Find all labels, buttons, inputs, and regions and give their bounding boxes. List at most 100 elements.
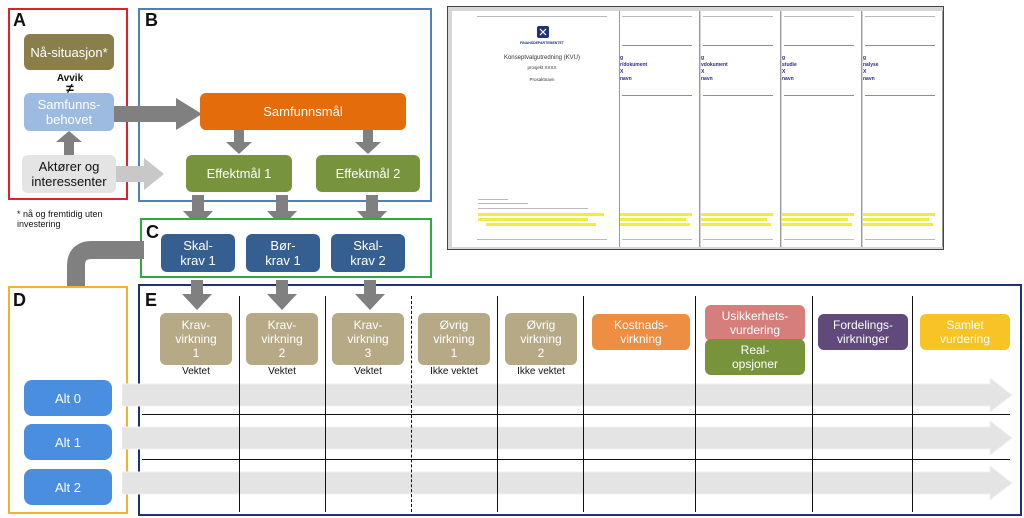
col-divider	[583, 296, 584, 512]
uncertainty-box: Usikkerhets- vurdering	[705, 305, 805, 341]
row-divider	[142, 459, 1010, 460]
effect-column-5-label: Øvrig virkning 2	[520, 318, 562, 360]
right-arrow-light-icon	[116, 158, 164, 190]
body-line	[478, 199, 508, 200]
society-need-box: Samfunns- behovet	[24, 93, 114, 131]
down-arrow-icon	[267, 280, 297, 310]
footer-line	[865, 239, 935, 240]
panel-b-label: B	[145, 10, 158, 30]
header-line	[477, 16, 607, 17]
body-line	[478, 203, 528, 204]
effect-goal-2-label: Effektmål 2	[335, 166, 401, 181]
must-req-1-box: Skal- krav 1	[161, 234, 235, 272]
col-divider	[239, 296, 240, 512]
society-goal-box: Samfunnsmål	[200, 93, 406, 130]
highlight-bar	[620, 213, 692, 216]
effect-goal-1-box: Effektmål 1	[186, 155, 292, 192]
now-situation-label: Nå-situasjon*	[30, 44, 108, 60]
must-req-2-label: Skal- krav 2	[350, 238, 386, 268]
highlight-bar	[486, 223, 596, 226]
row-arrow-alt-1	[122, 421, 1013, 455]
header-line	[865, 16, 935, 17]
document-page-2: g r/dokument X navn	[620, 11, 700, 247]
highlight-bar	[863, 213, 935, 216]
col-divider	[812, 296, 813, 512]
right-arrow-icon	[114, 98, 202, 130]
deviation-label: Avvik	[56, 73, 84, 84]
distribution-label: Fordelings- virkninger	[832, 318, 894, 346]
highlight-bar	[620, 223, 690, 226]
effect-column-5-note: Ikke vektet	[517, 366, 565, 377]
highlight-bar	[782, 218, 848, 221]
page-title: g studie X navn	[782, 55, 797, 82]
effect-goal-2-box: Effektmål 2	[316, 155, 420, 192]
now-situation-box: Nå-situasjon*	[24, 34, 114, 70]
page-title: g vdokument X navn	[701, 55, 728, 82]
effect-column-4: Øvrig virkning 1	[418, 313, 490, 365]
effect-column-2-note: Vektet	[268, 366, 296, 377]
alt-2-label: Alt 2	[54, 479, 81, 495]
panel-d-label: D	[13, 290, 26, 310]
footnote: * nå og fremtidig uten investering	[17, 209, 103, 229]
page-title: g r/dokument X navn	[620, 55, 648, 82]
highlight-bar	[863, 223, 933, 226]
effect-column-3-note: Vektet	[354, 366, 382, 377]
effect-column-2: Krav- virkning 2	[246, 313, 318, 365]
uncertainty-label: Usikkerhets- vurdering	[721, 309, 789, 337]
alt-1-button[interactable]: Alt 1	[24, 424, 112, 460]
society-goal-label: Samfunnsmål	[263, 104, 343, 119]
purple-line	[784, 95, 854, 96]
highlight-bar	[701, 218, 767, 221]
distribution-box: Fordelings- virkninger	[818, 314, 908, 350]
header-line	[622, 16, 692, 17]
down-arrow-icon	[226, 130, 252, 154]
effect-column-3-label: Krav- virkning 3	[347, 318, 389, 360]
purple-line	[703, 95, 773, 96]
document-page-5: g nalyse X navn	[863, 11, 943, 247]
document-page-4: g studie X navn	[782, 11, 862, 247]
effect-column-4-note: Ikke vektet	[430, 366, 478, 377]
down-arrow-icon	[355, 130, 381, 154]
row-arrow-alt-0	[122, 378, 1013, 412]
highlight-bar	[478, 218, 588, 221]
col-divider	[912, 296, 913, 512]
up-arrow-icon	[56, 131, 82, 155]
total-assessment-box: Samlet vurdering	[920, 314, 1010, 350]
document-project: prosjekt XXXX	[527, 65, 557, 70]
real-options-box: Real- opsjoner	[705, 339, 805, 375]
footer-line	[784, 239, 854, 240]
highlight-bar	[478, 213, 604, 216]
cost-effect-box: Kostnads- virkning	[592, 314, 690, 350]
alt-0-button[interactable]: Alt 0	[24, 380, 112, 416]
effect-column-2-label: Krav- virkning 2	[261, 318, 303, 360]
panel-c-label: C	[146, 222, 159, 242]
effect-column-1-label: Krav- virkning 1	[175, 318, 217, 360]
row-divider	[142, 414, 1010, 415]
must-req-1-label: Skal- krav 1	[180, 238, 216, 268]
alt-1-label: Alt 1	[54, 434, 81, 450]
alt-2-button[interactable]: Alt 2	[24, 469, 112, 505]
highlight-bar	[620, 218, 686, 221]
panel-a-label: A	[13, 10, 26, 30]
highlight-bar	[701, 223, 771, 226]
highlight-bar	[701, 213, 773, 216]
highlight-bar	[782, 223, 852, 226]
col-divider	[695, 296, 696, 512]
purple-line	[865, 45, 935, 46]
document-subtitle: Prosaktnavn	[529, 77, 555, 82]
footer-line	[703, 239, 773, 240]
alt-0-label: Alt 0	[54, 390, 81, 406]
document-cover-page: FINANSDEPARTEMENTET Konseptvalgutredning…	[452, 11, 620, 247]
col-divider	[497, 296, 498, 512]
panel-e-label: E	[145, 290, 158, 310]
effect-column-1: Krav- virkning 1	[160, 313, 232, 365]
effect-goal-1-label: Effektmål 1	[206, 166, 272, 181]
effect-column-4-label: Øvrig virkning 1	[433, 318, 475, 360]
not-equal-icon: ≠	[66, 80, 74, 96]
purple-line	[784, 45, 854, 46]
actors-label: Aktører og interessenter	[31, 159, 107, 189]
cost-effect-label: Kostnads- virkning	[613, 318, 669, 346]
real-options-label: Real- opsjoner	[731, 343, 779, 371]
effect-column-1-note: Vektet	[182, 366, 210, 377]
header-line	[703, 16, 773, 17]
